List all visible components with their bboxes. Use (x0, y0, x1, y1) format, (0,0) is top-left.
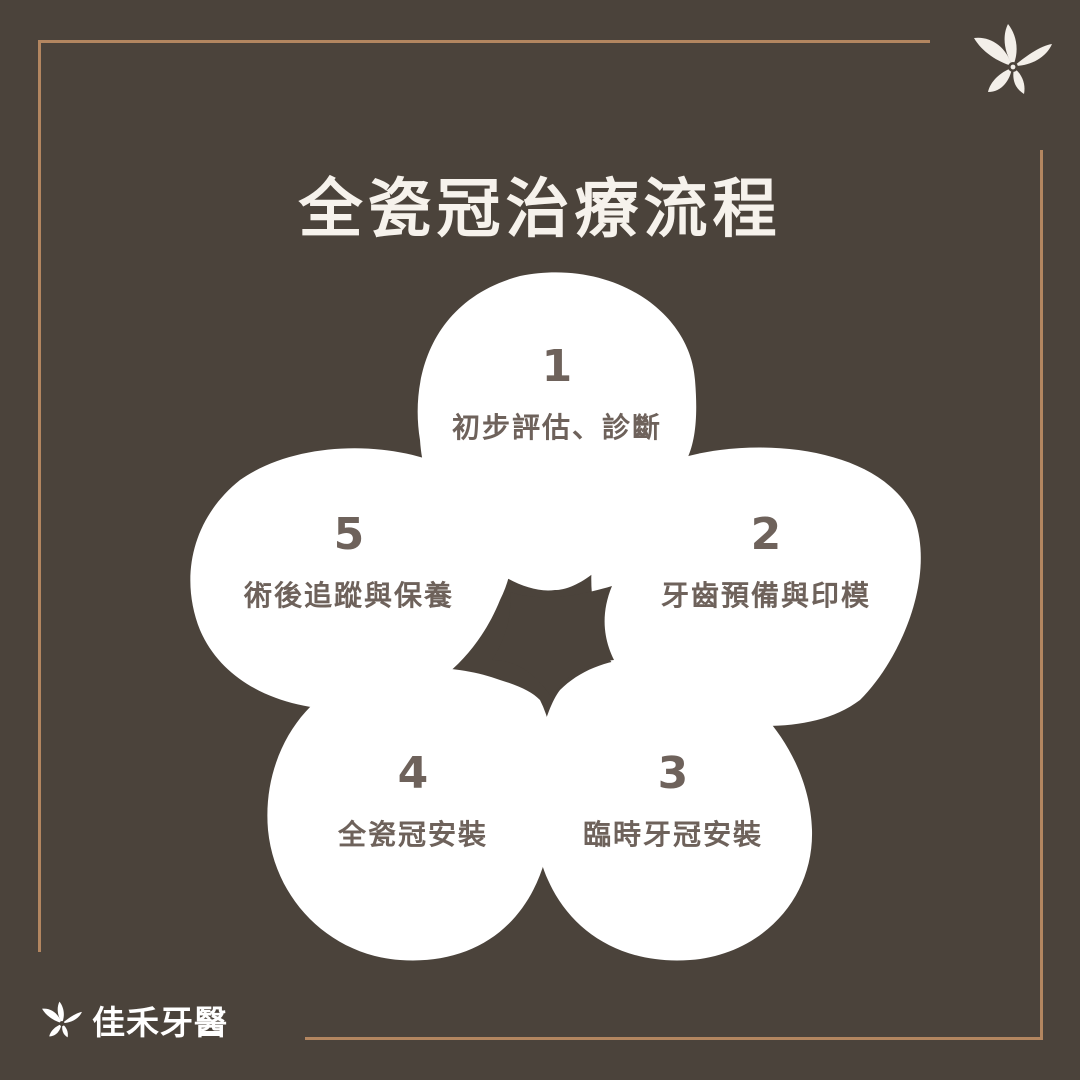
brand-name: 佳禾牙醫 (92, 1003, 228, 1042)
frame-line-top (38, 40, 930, 43)
step-label: 全瓷冠安裝 (337, 818, 489, 851)
step-label: 初步評估、診斷 (451, 411, 663, 444)
petal-2 (591, 447, 921, 726)
petal-3 (532, 658, 813, 961)
step-label: 術後追蹤與保養 (243, 579, 455, 612)
step-1: 1 初步評估、診斷 (452, 345, 662, 445)
frame-line-right (1040, 150, 1043, 1040)
step-4: 4 全瓷冠安裝 (338, 752, 488, 852)
step-number: 4 (397, 748, 429, 799)
step-label: 牙齒預備與印模 (660, 579, 872, 612)
step-2: 2 牙齒預備與印模 (661, 513, 871, 613)
brand-logo: 佳禾牙醫 (40, 996, 228, 1044)
page-title: 全瓷冠治療流程 (298, 173, 782, 247)
petal-4 (267, 667, 556, 961)
step-number: 1 (541, 341, 573, 392)
frame-line-left (38, 40, 41, 952)
step-3: 3 臨時牙冠安裝 (583, 752, 763, 852)
step-label: 臨時牙冠安裝 (582, 818, 764, 851)
step-5: 5 術後追蹤與保養 (244, 513, 454, 613)
step-number: 2 (750, 509, 782, 560)
step-number: 3 (657, 748, 689, 799)
leaf-flower-icon (974, 24, 1052, 94)
step-number: 5 (333, 509, 365, 560)
leaf-flower-icon (42, 1001, 82, 1038)
frame-line-bottom (305, 1037, 1043, 1040)
petal-5 (190, 448, 512, 710)
flower-center (492, 586, 614, 698)
